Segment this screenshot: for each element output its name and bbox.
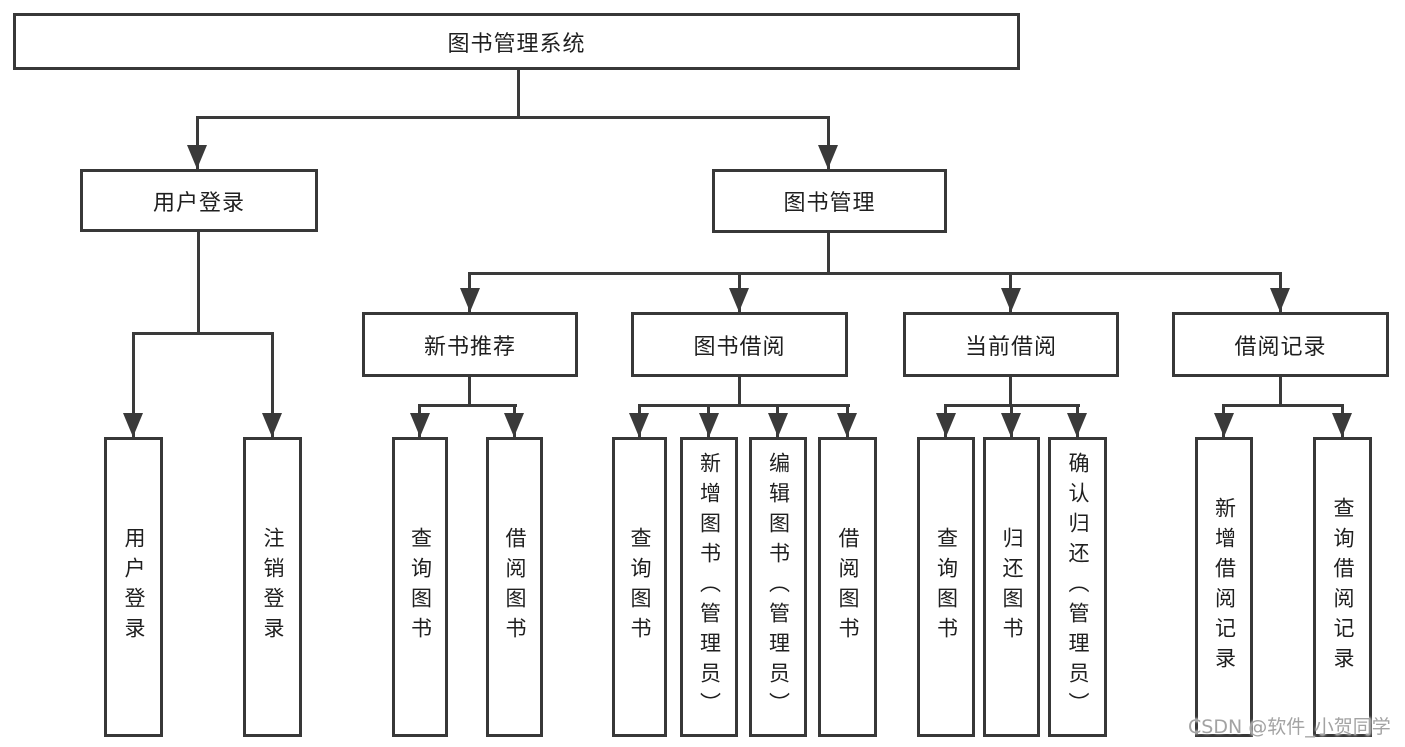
connector-stem-leaf: [271, 332, 274, 437]
arrow-down-icon: [504, 413, 524, 437]
leaf-logout: 注销登录: [243, 437, 302, 737]
node-label: 新书推荐: [423, 334, 516, 360]
node-user-login: 用户登录: [80, 169, 318, 232]
node-label: 借阅记录: [1234, 334, 1327, 360]
node-borrowing-records: 借阅记录: [1172, 312, 1389, 377]
node-book-management: 图书管理: [712, 169, 947, 233]
node-label: 当前借阅: [964, 334, 1057, 360]
node-label: 图书管理系统: [447, 31, 586, 57]
arrow-down-icon: [460, 288, 480, 312]
arrow-down-icon: [410, 413, 430, 437]
connector-group-stem: [1279, 377, 1282, 406]
node-label: 图书借阅: [693, 334, 786, 360]
leaf-label: 注销登录: [261, 527, 285, 647]
connector-user-login-stem: [197, 232, 200, 334]
node-book-borrowing: 图书借阅: [631, 312, 848, 377]
node-current-borrowing: 当前借阅: [903, 312, 1119, 377]
arrow-down-icon: [1332, 413, 1352, 437]
connector-stem-leaf: [132, 332, 135, 437]
leaf-label: 新增图书（管理员）: [697, 452, 722, 722]
leaf-label: 用户登录: [122, 527, 146, 647]
node-library-system: 图书管理系统: [13, 13, 1020, 70]
arrow-down-icon: [123, 413, 143, 437]
arrow-down-icon: [1067, 413, 1087, 437]
leaf-label: 确认归还（管理员）: [1066, 452, 1090, 722]
leaf-confirm-return-admin: 确认归还（管理员）: [1048, 437, 1107, 737]
arrow-down-icon: [1001, 413, 1021, 437]
node-label: 图书管理: [783, 191, 876, 216]
connector-group-splitter: [1222, 404, 1344, 407]
leaf-add-books-admin: 新增图书（管理员）: [680, 437, 738, 737]
leaf-user-login: 用户登录: [104, 437, 163, 737]
leaf-edit-books-admin: 编辑图书（管理员）: [749, 437, 807, 737]
arrow-down-icon: [768, 413, 788, 437]
node-new-book-recommendation: 新书推荐: [362, 312, 578, 377]
leaf-label: 编辑图书（管理员）: [766, 452, 791, 722]
leaf-return-books: 归还图书: [983, 437, 1040, 737]
node-label: 用户登录: [152, 190, 245, 216]
arrow-down-icon: [729, 288, 749, 312]
arrow-down-icon: [936, 413, 956, 437]
leaf-label: 查询图书: [934, 527, 959, 647]
leaf-query-books-recommend: 查询图书: [392, 437, 448, 737]
connector-stem-user-login: [196, 116, 199, 169]
arrow-down-icon: [1270, 288, 1290, 312]
connector-group-stem: [468, 377, 471, 406]
arrow-down-icon: [699, 413, 719, 437]
leaf-borrow-books-borrowing: 借阅图书: [818, 437, 877, 737]
arrow-down-icon: [1001, 288, 1021, 312]
arrow-down-icon: [837, 413, 857, 437]
connector-root-stem: [517, 70, 520, 118]
connector-level2-splitter: [196, 116, 830, 119]
arrow-down-icon: [187, 145, 207, 169]
connector-group-stem: [738, 377, 741, 406]
leaf-query-books-borrowing: 查询图书: [612, 437, 667, 737]
connector-group-splitter: [638, 404, 850, 407]
connector-group-stem: [1009, 377, 1012, 406]
connector-group-splitter: [418, 404, 517, 407]
arrow-down-icon: [629, 413, 649, 437]
leaf-label: 借阅图书: [836, 527, 860, 647]
leaf-label: 归还图书: [1000, 527, 1024, 647]
leaf-query-books-current: 查询图书: [917, 437, 975, 737]
leaf-query-borrow-record: 查询借阅记录: [1313, 437, 1372, 737]
arrow-down-icon: [818, 145, 838, 169]
leaf-label: 查询图书: [408, 527, 433, 647]
connector-stem-book-management: [827, 116, 830, 169]
leaf-label: 新增借阅记录: [1212, 497, 1237, 677]
connector-user-login-splitter: [132, 332, 274, 335]
arrow-down-icon: [1214, 413, 1234, 437]
leaf-borrow-books-recommend: 借阅图书: [486, 437, 543, 737]
arrow-down-icon: [262, 413, 282, 437]
watermark-text: CSDN @软件_小贺同学: [1188, 716, 1391, 738]
leaf-label: 借阅图书: [503, 527, 527, 647]
connector-book-management-stem: [827, 232, 830, 274]
leaf-add-borrow-record: 新增借阅记录: [1195, 437, 1253, 737]
leaf-label: 查询借阅记录: [1331, 497, 1355, 677]
leaf-label: 查询图书: [628, 527, 652, 647]
connector-level3-splitter: [468, 272, 1282, 275]
